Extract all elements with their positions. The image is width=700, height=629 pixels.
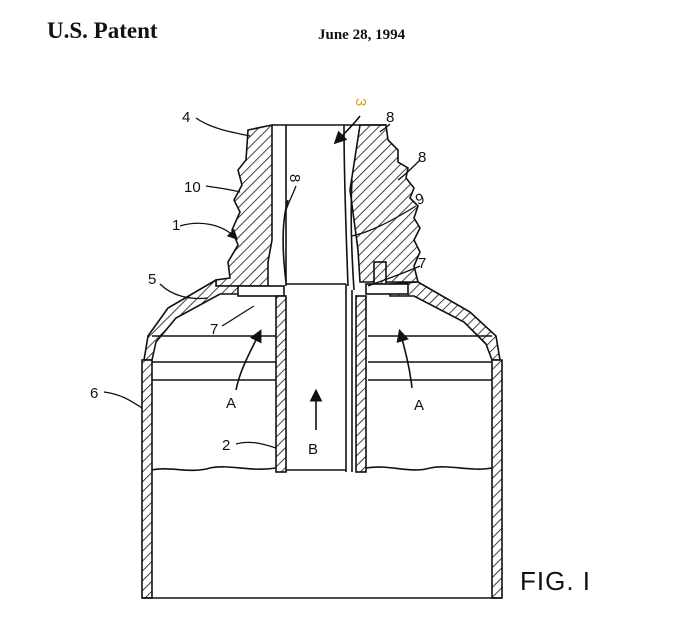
inner-liner: [350, 179, 355, 291]
numeral-5: 5: [148, 271, 156, 288]
leader-1: [179, 222, 238, 240]
leader-6: [103, 391, 143, 409]
leader-7-right: [367, 265, 421, 287]
shoulder-plate-right: [365, 283, 409, 295]
numeral-8-inner: 8: [286, 174, 303, 182]
leader-2: [235, 441, 277, 449]
neck-section: [215, 124, 421, 291]
numeral-A-left: A: [226, 395, 236, 412]
inner-curve-left: [282, 199, 289, 283]
leader-8-inner: [285, 185, 297, 211]
leader-10: [205, 185, 241, 193]
numeral-8-top: 8: [386, 109, 394, 126]
figure-label: FIG. I: [520, 566, 591, 596]
numeral-B: B: [308, 441, 318, 458]
leader-5: [159, 283, 209, 300]
numeral-4: 4: [182, 109, 190, 126]
numeral-A-right: A: [414, 397, 424, 414]
numeral-6: 6: [90, 385, 98, 402]
numeral-7-left: 7: [210, 321, 218, 338]
reference-numerals: 4 10 1 5 6 7 8 3 8 8 9 7 A A 2 B: [90, 98, 427, 458]
arrow-3: [333, 115, 361, 145]
flow-arrows: [235, 115, 413, 430]
right-body-wall: [491, 359, 503, 599]
patent-date: June 28, 1994: [318, 27, 406, 43]
numeral-7-right: 7: [418, 255, 426, 272]
right-neck-wall: [349, 124, 421, 283]
numeral-8-right: 8: [418, 149, 426, 166]
left-body-wall: [141, 359, 153, 599]
leader-lines: [103, 117, 421, 449]
dip-tube-left-wall: [275, 295, 287, 473]
numeral-3: 3: [352, 98, 369, 106]
arrow-A-left: [235, 329, 262, 391]
container-body: [141, 359, 503, 599]
inner-bore-right: [343, 124, 349, 287]
left-neck-wall: [215, 124, 273, 287]
shoulder-plate-left: [237, 285, 285, 297]
numeral-10: 10: [184, 179, 201, 196]
leader-8-right: [397, 159, 421, 181]
numeral-1: 1: [172, 217, 180, 234]
liquid-surface-right: [365, 466, 493, 471]
patent-header: U.S. Patent: [47, 18, 158, 43]
liquid-surface-left: [151, 466, 277, 472]
arrow-A-right: [396, 328, 413, 389]
left-shoulder: [143, 278, 241, 361]
leader-8-top: [379, 123, 391, 133]
leader-7-left: [221, 305, 255, 327]
shoulder-section: [143, 278, 501, 381]
dip-tube: [275, 283, 367, 473]
leader-9: [351, 205, 417, 237]
dip-tube-right-wall: [355, 295, 367, 473]
leader-4: [195, 117, 251, 137]
numeral-2: 2: [222, 437, 230, 454]
